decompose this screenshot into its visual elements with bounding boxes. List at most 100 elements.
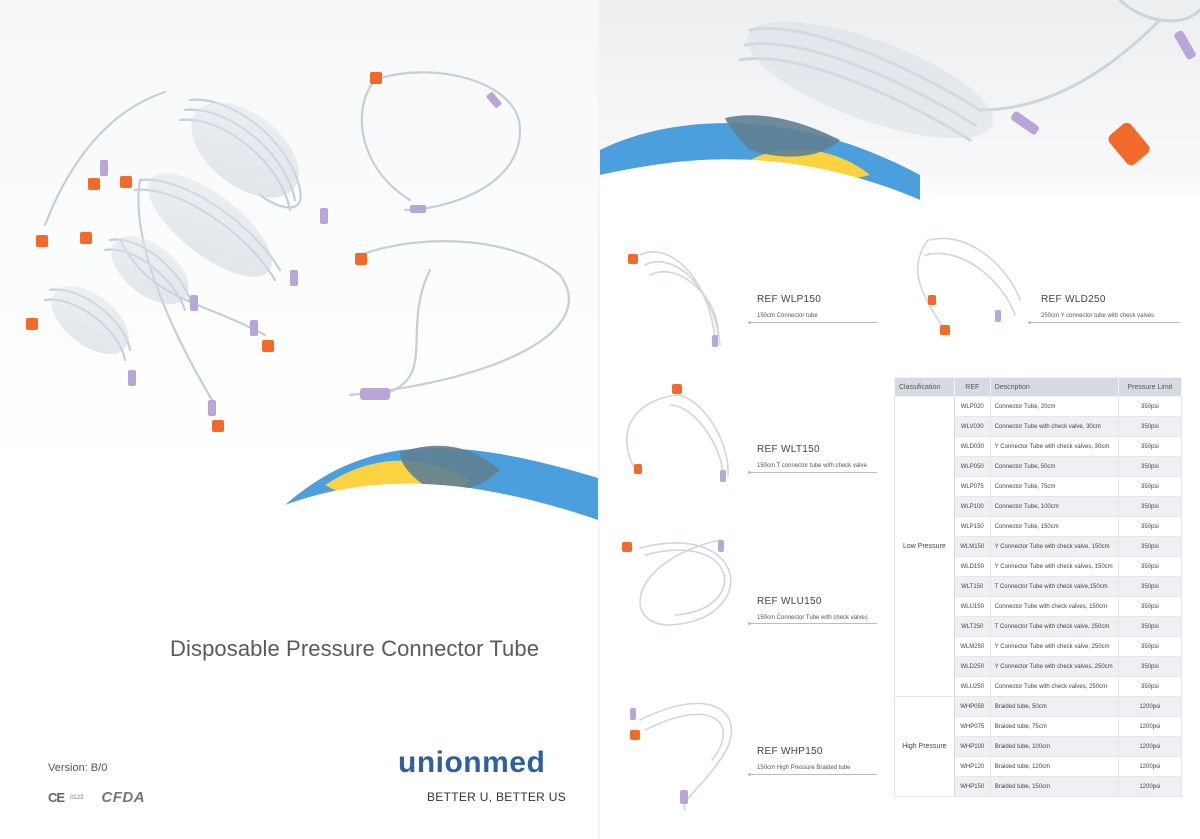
ref-cell: WLP020	[953, 396, 991, 417]
description-cell: Connector Tube with check valve, 30cm	[989, 416, 1119, 437]
pressure-cell: 350psi	[1117, 496, 1183, 517]
description-cell: T Connector Tube with check valve,150cm	[989, 576, 1119, 597]
ref-cell: WLU250	[953, 676, 991, 697]
product-wlp150: REF WLP150 150cm Connector tube	[757, 294, 821, 319]
ce-number: 0123	[70, 794, 84, 801]
pressure-cell: 350psi	[1117, 616, 1183, 637]
version-label: Version: B/0	[48, 762, 108, 774]
product-description: 150cm High Pressure Braided tube	[757, 765, 851, 771]
ref-cell: WHP100	[953, 736, 991, 757]
specification-table: Classification REF Description Pressure …	[894, 377, 1183, 797]
pressure-cell: 350psi	[1117, 516, 1183, 537]
product-description: 150cm Connector tube	[757, 313, 818, 319]
pressure-cell: 350psi	[1117, 536, 1183, 557]
description-cell: Connector Tube, 20cm	[989, 396, 1119, 417]
pressure-cell: 350psi	[1117, 636, 1183, 657]
pressure-cell: 350psi	[1117, 416, 1183, 437]
product-description: 150cm Connector Tube with check valves	[757, 615, 868, 621]
pressure-cell: 350psi	[1117, 436, 1183, 457]
description-cell: Y Connector Tube with check valve, 150cm	[989, 536, 1119, 557]
pressure-cell: 350psi	[1117, 656, 1183, 677]
pressure-cell: 350psi	[1117, 456, 1183, 477]
header-ref: REF	[953, 377, 991, 397]
product-ref: REF WLT150	[757, 444, 820, 455]
ref-cell: WLD150	[953, 556, 991, 577]
header-description: Description	[989, 377, 1119, 397]
description-cell: Connector Tube, 150cm	[989, 516, 1119, 537]
header-pressure-limit: Pressure Limit	[1117, 377, 1183, 397]
product-ref: REF WHP150	[757, 746, 823, 757]
description-cell: Connector Tube with check valves, 250cm	[989, 676, 1119, 697]
description-cell: Braided tube, 120cm	[989, 756, 1119, 777]
product-description: 150cm T connector tube with check valve	[757, 463, 867, 469]
product-ref: REF WLP150	[757, 294, 822, 305]
pressure-cell: 350psi	[1117, 396, 1183, 417]
table-header-row: Classification REF Description Pressure …	[894, 377, 1183, 397]
product-whp150: REF WHP150 150cm High Pressure Braided t…	[757, 746, 850, 771]
pressure-cell: 1200psi	[1117, 776, 1183, 797]
description-cell: Y Connector Tube with check valve, 250cm	[989, 636, 1119, 657]
pressure-cell: 1200psi	[1117, 696, 1183, 717]
ref-cell: WLD030	[953, 436, 991, 457]
pressure-cell: 1200psi	[1117, 736, 1183, 757]
pressure-cell: 350psi	[1117, 576, 1183, 597]
ref-cell: WLP150	[953, 516, 991, 537]
ref-cell: WHP150	[953, 776, 991, 797]
description-cell: Connector Tube, 75cm	[989, 476, 1119, 497]
ref-cell: WLT150	[953, 576, 991, 597]
cover-product-illustration	[26, 71, 570, 432]
catalog-hero-illustration	[738, 0, 1200, 166]
description-cell: Y Connector Tube with check valves, 150c…	[989, 556, 1119, 577]
description-cell: Braided tube, 75cm	[989, 716, 1119, 737]
ce-mark: CE	[48, 790, 65, 805]
description-cell: T Connector Tube with check valve, 250cm	[989, 616, 1119, 637]
cover-page: Disposable Pressure Connector Tube Versi…	[0, 0, 598, 839]
ref-cell: WHP075	[953, 716, 991, 737]
cfda-mark: CFDA	[101, 789, 146, 806]
pressure-cell: 350psi	[1117, 676, 1183, 697]
description-cell: Connector Tube, 100cm	[989, 496, 1119, 517]
product-wlu150: REF WLU150 150cm Connector Tube with che…	[757, 596, 868, 621]
ref-cell: WLM150	[953, 536, 991, 557]
product-ref: REF WLD250	[1041, 294, 1106, 305]
catalog-wave-graphic	[600, 115, 920, 220]
product-divider	[748, 321, 877, 324]
description-cell: Connector Tube, 50cm	[989, 456, 1119, 477]
ref-cell: WLV030	[953, 416, 991, 437]
brand-slogan: BETTER U, BETTER US	[427, 790, 567, 804]
classification-cell: Low Pressure	[894, 396, 955, 697]
ref-cell: WHP120	[953, 756, 991, 777]
header-classification: Classification	[894, 377, 955, 397]
description-cell: Braided tube, 50cm	[989, 696, 1119, 717]
ref-cell: WLM250	[953, 636, 991, 657]
ref-cell: WLT250	[953, 616, 991, 637]
pressure-cell: 350psi	[1117, 556, 1183, 577]
description-cell: Connector Tube with check valves, 150cm	[989, 596, 1119, 617]
product-ref: REF WLU150	[757, 596, 822, 607]
description-cell: Y Connector Tube with check valves, 250c…	[989, 656, 1119, 677]
certification-marks: CE 0123 CFDA	[48, 789, 145, 806]
product-divider	[748, 773, 877, 776]
ref-cell: WLD250	[953, 656, 991, 677]
page-gutter	[598, 0, 600, 839]
description-cell: Braided tube, 150cm	[989, 776, 1119, 797]
pressure-cell: 1200psi	[1117, 716, 1183, 737]
pressure-cell: 350psi	[1117, 596, 1183, 617]
product-divider	[748, 471, 877, 474]
product-description: 250cm Y connector tube with check valves	[1041, 313, 1155, 319]
description-cell: Y Connector Tube with check valves, 30cm	[989, 436, 1119, 457]
